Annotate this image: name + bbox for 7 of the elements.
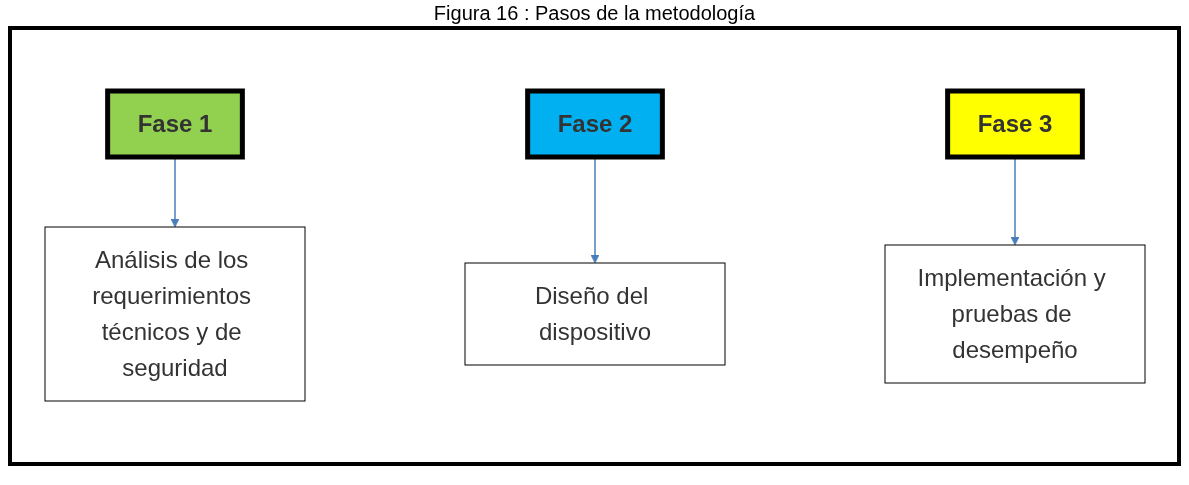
node-box: Fase 3	[944, 88, 1085, 160]
node-box: Análisis de los requerimientos técnicos y de seguridad	[44, 226, 305, 402]
figure-title: Figura 16 : Pasos de la metodología	[432, 1, 757, 26]
node-box: Implementación y pruebas de desempeño	[884, 244, 1145, 384]
node-box: Fase 1	[104, 88, 245, 160]
node-box: Diseño del dispositivo	[464, 262, 725, 366]
node-box: Fase 2	[524, 88, 665, 160]
